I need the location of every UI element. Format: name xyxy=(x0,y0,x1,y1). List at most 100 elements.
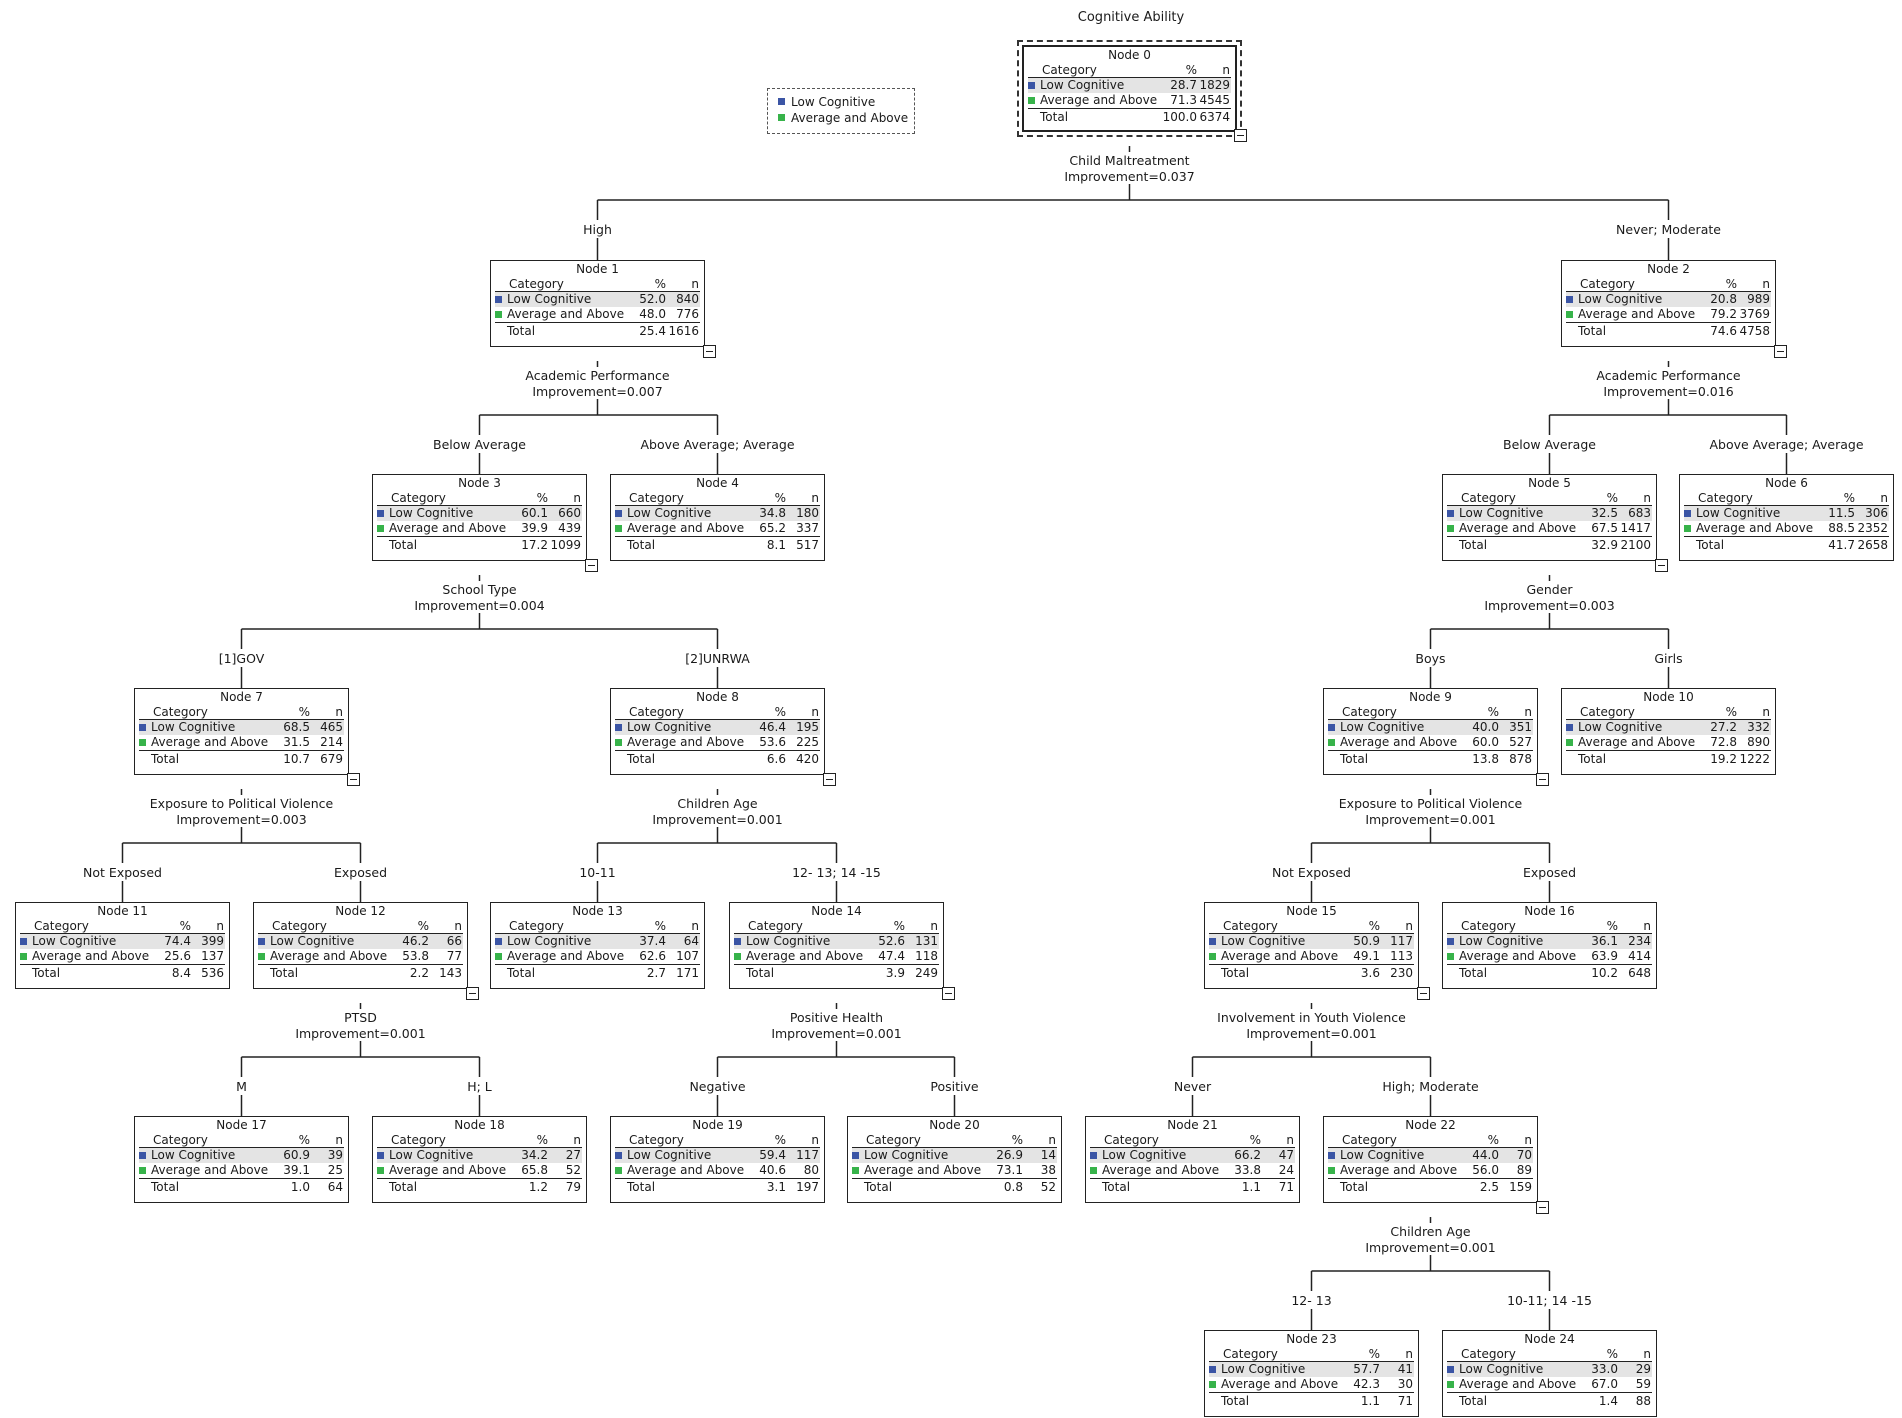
row-n-header: n xyxy=(1762,705,1770,719)
collapse-toggle-icon[interactable] xyxy=(1234,129,1247,142)
row-label-header: Category xyxy=(1342,705,1397,719)
node-title: Node 15 xyxy=(1286,904,1337,918)
node-title: Node 19 xyxy=(692,1118,743,1132)
row-pct-low: 52.6 xyxy=(878,934,905,948)
collapse-toggle-icon[interactable] xyxy=(1774,345,1787,358)
node-title: Node 10 xyxy=(1643,690,1694,704)
tree-title: Cognitive Ability xyxy=(1077,10,1185,25)
node-title: Node 7 xyxy=(220,690,263,704)
row-pct-total: 41.7 xyxy=(1828,538,1855,552)
row-n-low: 840 xyxy=(676,292,699,306)
row-n-header: n xyxy=(1048,1133,1056,1147)
collapse-toggle-icon[interactable] xyxy=(585,559,598,572)
collapse-toggle-icon[interactable] xyxy=(466,987,479,1000)
row-n-low: 989 xyxy=(1747,292,1770,306)
node-row-header: Category%n xyxy=(1447,1347,1652,1362)
row-label-header: Category xyxy=(1042,63,1097,77)
split-variable-label: Academic Performance xyxy=(1596,368,1741,383)
row-label-total: Total xyxy=(389,538,418,552)
node-row-header: Category%n xyxy=(1684,491,1889,506)
collapse-toggle-icon[interactable] xyxy=(1536,1201,1549,1214)
row-label-total: Total xyxy=(1459,1394,1488,1408)
row-n-total: 648 xyxy=(1628,966,1651,980)
green-square-icon xyxy=(852,1167,859,1174)
row-n-header: n xyxy=(1643,919,1651,933)
row-n-total: 536 xyxy=(201,966,224,980)
row-label-avg: Average and Above xyxy=(389,521,507,535)
row-pct-total: 10.2 xyxy=(1591,966,1618,980)
row-n-header: n xyxy=(335,705,343,719)
row-label-header: Category xyxy=(866,1133,921,1147)
row-n-avg: 337 xyxy=(796,521,819,535)
row-pct-header: % xyxy=(1725,705,1737,719)
row-pct-total: 19.2 xyxy=(1710,752,1737,766)
collapse-toggle-icon[interactable] xyxy=(347,773,360,786)
edge-label: [1]GOV xyxy=(218,651,265,666)
row-pct-avg: 62.6 xyxy=(639,949,666,963)
collapse-toggle-icon[interactable] xyxy=(942,987,955,1000)
row-n-header: n xyxy=(1524,1133,1532,1147)
row-label-total: Total xyxy=(1459,966,1488,980)
row-label-total: Total xyxy=(1040,110,1069,124)
green-square-icon xyxy=(377,1167,384,1174)
collapse-toggle-icon[interactable] xyxy=(703,345,716,358)
row-label-low: Low Cognitive xyxy=(270,934,355,948)
collapse-toggle-icon[interactable] xyxy=(1655,559,1668,572)
collapse-toggle-icon[interactable] xyxy=(1417,987,1430,1000)
row-pct-header: % xyxy=(654,919,666,933)
green-square-icon xyxy=(1028,97,1035,104)
row-pct-total: 32.9 xyxy=(1591,538,1618,552)
collapse-toggle-icon[interactable] xyxy=(1536,773,1549,786)
green-square-icon xyxy=(734,953,741,960)
collapse-toggle-icon[interactable] xyxy=(823,773,836,786)
row-pct-avg: 47.4 xyxy=(878,949,905,963)
edge-label: Above Average; Average xyxy=(640,437,795,452)
row-label-low: Low Cognitive xyxy=(864,1148,949,1162)
row-label-total: Total xyxy=(1102,1180,1131,1194)
split-improvement-label: Improvement=0.001 xyxy=(771,1026,902,1041)
row-label-avg: Average and Above xyxy=(1340,1163,1458,1177)
row-label-header: Category xyxy=(153,705,208,719)
edge-label: Above Average; Average xyxy=(1709,437,1864,452)
row-label-avg: Average and Above xyxy=(1221,1377,1339,1391)
row-pct-low: 34.2 xyxy=(521,1148,548,1162)
row-label-total: Total xyxy=(627,1180,656,1194)
row-pct-low: 60.9 xyxy=(283,1148,310,1162)
node-title: Node 2 xyxy=(1647,262,1690,276)
row-label-header: Category xyxy=(748,919,803,933)
row-n-header: n xyxy=(930,919,938,933)
